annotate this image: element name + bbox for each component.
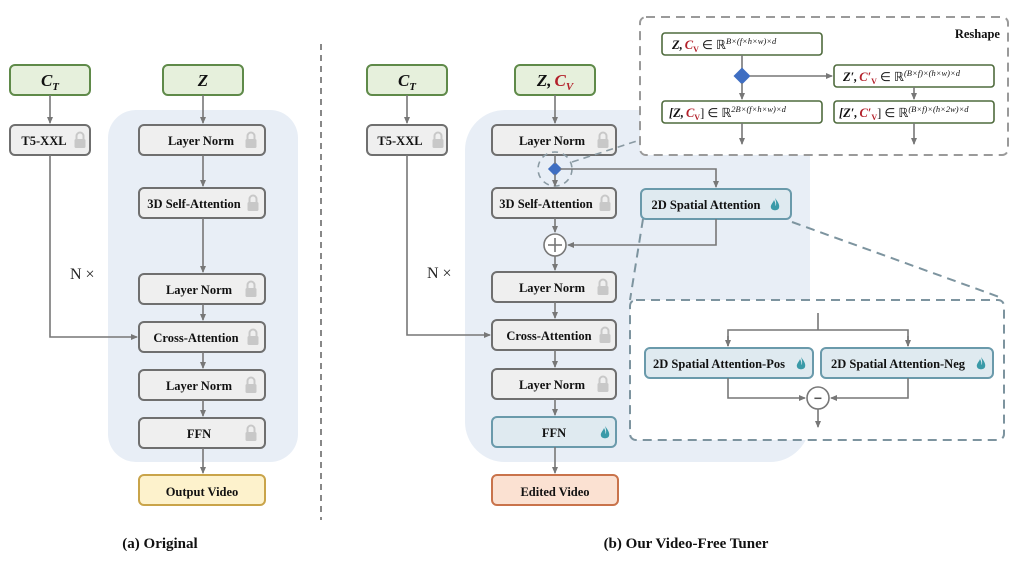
svg-text:2D Spatial Attention-Pos: 2D Spatial Attention-Pos [653, 357, 785, 371]
t5-encoder-block: T5-XXL [366, 124, 448, 156]
svg-text:Z,CV ∈ ℝB×(f×h×w)×d: Z,CV ∈ ℝB×(f×h×w)×d [671, 36, 777, 54]
svg-text:Layer Norm: Layer Norm [519, 134, 586, 148]
cross-attention: Cross-Attention [491, 319, 617, 351]
ffn-trainable: FFN [491, 416, 617, 448]
zoom-line-detail [791, 221, 1003, 299]
svg-text:Layer Norm: Layer Norm [519, 281, 586, 295]
connectors-a [47, 95, 206, 474]
svg-text:[Z,CV] ∈ ℝ2B×(f×h×w)×d: [Z,CV] ∈ ℝ2B×(f×h×w)×d [669, 104, 787, 122]
add-node [543, 233, 567, 257]
panel-a: CT Z T5-XXL Layer Norm 3D Self-Attention… [9, 64, 298, 552]
connectors-b [404, 95, 719, 474]
svg-text:Output Video: Output Video [166, 485, 239, 499]
svg-text:3D Self-Attention: 3D Self-Attention [147, 197, 240, 211]
repeat-n-label: N × [70, 266, 95, 283]
text-condition-input: CT [9, 64, 91, 96]
svg-text:Z′,C′V ∈ ℝ(B×f)×(h×w)×d: Z′,C′V ∈ ℝ(B×f)×(h×w)×d [842, 68, 961, 86]
reshape-spatial-concat-shape: [Z′,C′V] ∈ ℝ(B×f)×(h×2w)×d [833, 100, 995, 124]
reshape-spatial-shape: Z′,C′V ∈ ℝ(B×f)×(h×w)×d [833, 64, 995, 88]
caption-a: (a) Original [122, 536, 197, 552]
edited-video: Edited Video [491, 474, 619, 506]
svg-text:FFN: FFN [187, 427, 211, 441]
svg-text:T5-XXL: T5-XXL [21, 134, 66, 148]
output-video: Output Video [138, 474, 266, 506]
repeat-n-label: N × [427, 265, 452, 282]
svg-text:−: − [814, 390, 822, 406]
reshape-title: Reshape [955, 27, 1001, 41]
layer-norm-2: Layer Norm [138, 273, 266, 305]
ffn: FFN [138, 417, 266, 449]
text-condition-input: CT [366, 64, 448, 96]
svg-text:Layer Norm: Layer Norm [166, 283, 233, 297]
latent-and-video-condition-input: Z,CV [514, 64, 596, 96]
caption-b: (b) Our Video-Free Tuner [604, 536, 769, 552]
svg-text:Layer Norm: Layer Norm [519, 378, 586, 392]
2d-spatial-attention: 2D Spatial Attention [640, 188, 792, 220]
layer-norm-3: Layer Norm [491, 368, 617, 400]
svg-text:T5-XXL: T5-XXL [377, 134, 422, 148]
layer-norm-1: Layer Norm [138, 124, 266, 156]
svg-text:Z,CV: Z,CV [536, 71, 575, 93]
subtract-node: − [806, 386, 830, 410]
cross-attention: Cross-Attention [138, 321, 266, 353]
svg-text:CT: CT [41, 71, 60, 93]
svg-text:Cross-Attention: Cross-Attention [506, 329, 591, 343]
latent-input: Z [162, 64, 244, 96]
svg-text:Edited Video: Edited Video [520, 485, 589, 499]
split-diamond [733, 67, 751, 85]
3d-self-attention: 3D Self-Attention [491, 187, 617, 219]
spatial-attention-neg: 2D Spatial Attention-Neg [820, 347, 994, 379]
svg-text:Layer Norm: Layer Norm [166, 379, 233, 393]
panel-b: CT Z,CV T5-XXL Layer Norm 3D Self-Attent… [366, 16, 1009, 552]
svg-text:Z: Z [197, 71, 208, 90]
layer-norm-1: Layer Norm [491, 124, 617, 156]
3d-self-attention: 3D Self-Attention [138, 187, 266, 219]
spatial-attention-pos: 2D Spatial Attention-Pos [644, 347, 814, 379]
reshape-inset: Reshape Z,CV ∈ ℝB×(f×h×w)×d Z′,C′V ∈ ℝ(B… [639, 16, 1009, 156]
svg-text:2D Spatial Attention-Neg: 2D Spatial Attention-Neg [831, 357, 966, 371]
svg-text:2D Spatial Attention: 2D Spatial Attention [651, 198, 760, 212]
svg-text:3D Self-Attention: 3D Self-Attention [499, 197, 592, 211]
svg-text:[Z′,C′V] ∈ ℝ(B×f)×(h×2w)×d: [Z′,C′V] ∈ ℝ(B×f)×(h×2w)×d [839, 104, 969, 122]
split-diamond [547, 161, 563, 177]
svg-text:CT: CT [398, 71, 417, 93]
layer-norm-3: Layer Norm [138, 369, 266, 401]
t5-encoder-block: T5-XXL [9, 124, 91, 156]
reshape-input-shape: Z,CV ∈ ℝB×(f×h×w)×d [661, 32, 823, 56]
svg-text:Cross-Attention: Cross-Attention [153, 331, 238, 345]
zoom-line-detail [629, 218, 644, 301]
svg-text:Layer Norm: Layer Norm [168, 134, 235, 148]
layer-norm-2: Layer Norm [491, 271, 617, 303]
spatial-attention-detail-inset: 2D Spatial Attention-Pos 2D Spatial Atte… [629, 299, 1005, 441]
reshape-concat-shape: [Z,CV] ∈ ℝ2B×(f×h×w)×d [661, 100, 823, 124]
svg-text:FFN: FFN [542, 426, 566, 440]
